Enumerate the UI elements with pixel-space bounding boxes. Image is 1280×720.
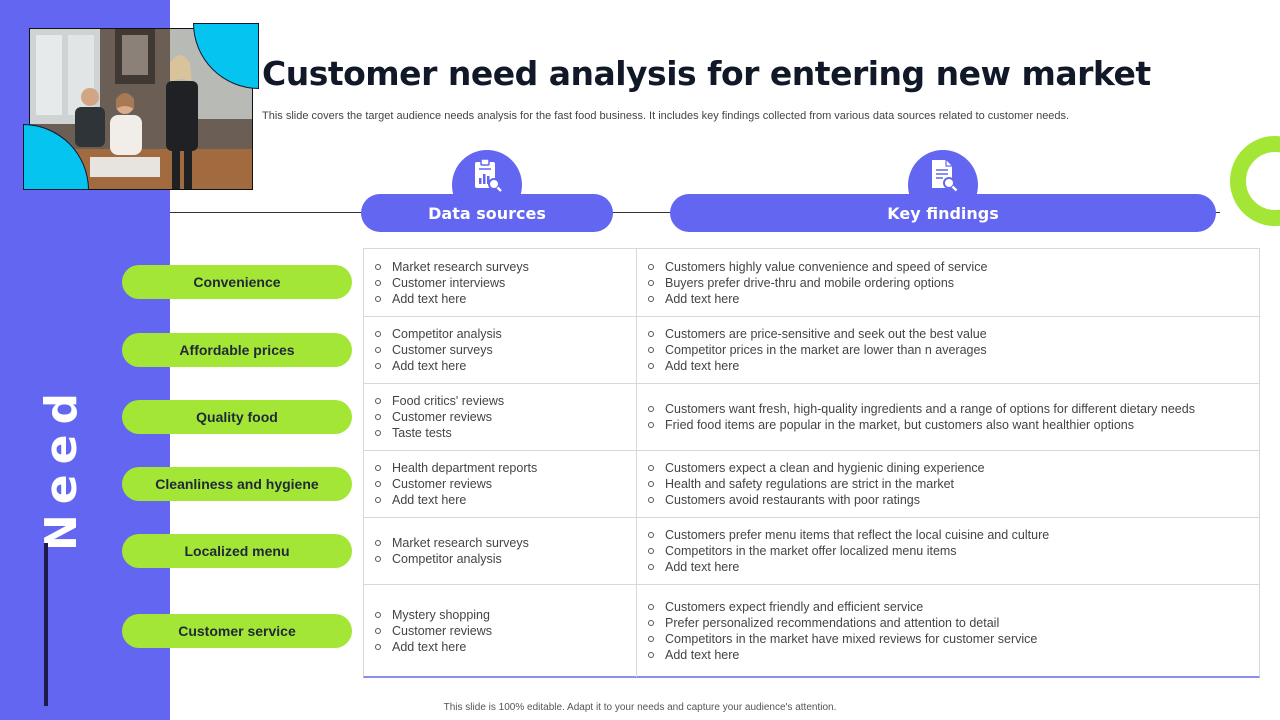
list-item: Customer reviews bbox=[374, 623, 492, 639]
need-label: Customer service bbox=[122, 614, 352, 648]
side-label-wrap: Need bbox=[28, 383, 94, 551]
list-item: Add text here bbox=[647, 647, 1037, 663]
list-item: Customers are price-sensitive and seek o… bbox=[647, 326, 987, 342]
list-item: Customer reviews bbox=[374, 409, 504, 425]
list-item: Customer reviews bbox=[374, 476, 537, 492]
table-row: Mystery shopping Customer reviews Add te… bbox=[364, 585, 1259, 677]
need-label: Convenience bbox=[122, 265, 352, 299]
data-sources-cell: Market research surveys Competitor analy… bbox=[364, 518, 637, 584]
list-item: Fried food items are popular in the mark… bbox=[647, 417, 1195, 433]
list-item: Add text here bbox=[374, 492, 537, 508]
list-item: Customers prefer menu items that reflect… bbox=[647, 527, 1049, 543]
list-item: Market research surveys bbox=[374, 535, 529, 551]
list-item: Taste tests bbox=[374, 425, 504, 441]
list-item: Add text here bbox=[374, 358, 502, 374]
side-divider bbox=[44, 543, 48, 706]
list-item: Add text here bbox=[647, 559, 1049, 575]
table-row: Market research surveys Customer intervi… bbox=[364, 249, 1259, 317]
list-item: Customer surveys bbox=[374, 342, 502, 358]
table-row: Food critics' reviews Customer reviews T… bbox=[364, 384, 1259, 451]
data-sources-cell: Mystery shopping Customer reviews Add te… bbox=[364, 585, 637, 677]
table-row: Market research surveys Competitor analy… bbox=[364, 518, 1259, 585]
list-item: Add text here bbox=[374, 291, 529, 307]
list-item: Health and safety regulations are strict… bbox=[647, 476, 985, 492]
data-sources-cell: Food critics' reviews Customer reviews T… bbox=[364, 384, 637, 450]
key-findings-cell: Customers want fresh, high-quality ingre… bbox=[637, 384, 1259, 450]
list-item: Customers expect a clean and hygienic di… bbox=[647, 460, 985, 476]
list-item: Competitors in the market offer localize… bbox=[647, 543, 1049, 559]
list-item: Competitors in the market have mixed rev… bbox=[647, 631, 1037, 647]
column-header-data-sources: Data sources bbox=[361, 194, 613, 232]
key-findings-cell: Customers are price-sensitive and seek o… bbox=[637, 317, 1259, 383]
column-header-key-findings: Key findings bbox=[670, 194, 1216, 232]
list-item: Buyers prefer drive-thru and mobile orde… bbox=[647, 275, 987, 291]
list-item: Add text here bbox=[374, 639, 492, 655]
lime-ring-shape bbox=[1230, 136, 1280, 226]
key-findings-cell: Customers prefer menu items that reflect… bbox=[637, 518, 1259, 584]
list-item: Customers avoid restaurants with poor ra… bbox=[647, 492, 985, 508]
list-item: Customer interviews bbox=[374, 275, 529, 291]
list-item: Mystery shopping bbox=[374, 607, 492, 623]
data-sources-cell: Market research surveys Customer intervi… bbox=[364, 249, 637, 316]
document-search-icon bbox=[932, 160, 958, 192]
report-search-icon bbox=[475, 158, 502, 192]
need-label: Quality food bbox=[122, 400, 352, 434]
key-findings-cell: Customers highly value convenience and s… bbox=[637, 249, 1259, 316]
page-title: Customer need analysis for entering new … bbox=[262, 54, 1151, 93]
data-sources-cell: Competitor analysis Customer surveys Add… bbox=[364, 317, 637, 383]
list-item: Market research surveys bbox=[374, 259, 529, 275]
list-item: Customers expect friendly and efficient … bbox=[647, 599, 1037, 615]
list-item: Competitor analysis bbox=[374, 326, 502, 342]
footer-note: This slide is 100% editable. Adapt it to… bbox=[443, 702, 837, 713]
list-item: Prefer personalized recommendations and … bbox=[647, 615, 1037, 631]
key-findings-cell: Customers expect a clean and hygienic di… bbox=[637, 451, 1259, 517]
list-item: Health department reports bbox=[374, 460, 537, 476]
table-row: Competitor analysis Customer surveys Add… bbox=[364, 317, 1259, 384]
list-item: Competitor analysis bbox=[374, 551, 529, 567]
list-item: Add text here bbox=[647, 291, 987, 307]
analysis-table: Market research surveys Customer intervi… bbox=[363, 248, 1260, 678]
list-item: Add text here bbox=[647, 358, 987, 374]
list-item: Customers want fresh, high-quality ingre… bbox=[647, 401, 1195, 417]
need-label: Cleanliness and hygiene bbox=[122, 467, 352, 501]
page-subtitle: This slide covers the target audience ne… bbox=[262, 110, 1070, 122]
list-item: Competitor prices in the market are lowe… bbox=[647, 342, 987, 358]
list-item: Customers highly value convenience and s… bbox=[647, 259, 987, 275]
need-label: Affordable prices bbox=[122, 333, 352, 367]
key-findings-cell: Customers expect friendly and efficient … bbox=[637, 585, 1259, 677]
data-sources-cell: Health department reports Customer revie… bbox=[364, 451, 637, 517]
list-item: Food critics' reviews bbox=[374, 393, 504, 409]
table-row: Health department reports Customer revie… bbox=[364, 451, 1259, 518]
need-label: Localized menu bbox=[122, 534, 352, 568]
side-label: Need bbox=[35, 383, 87, 552]
